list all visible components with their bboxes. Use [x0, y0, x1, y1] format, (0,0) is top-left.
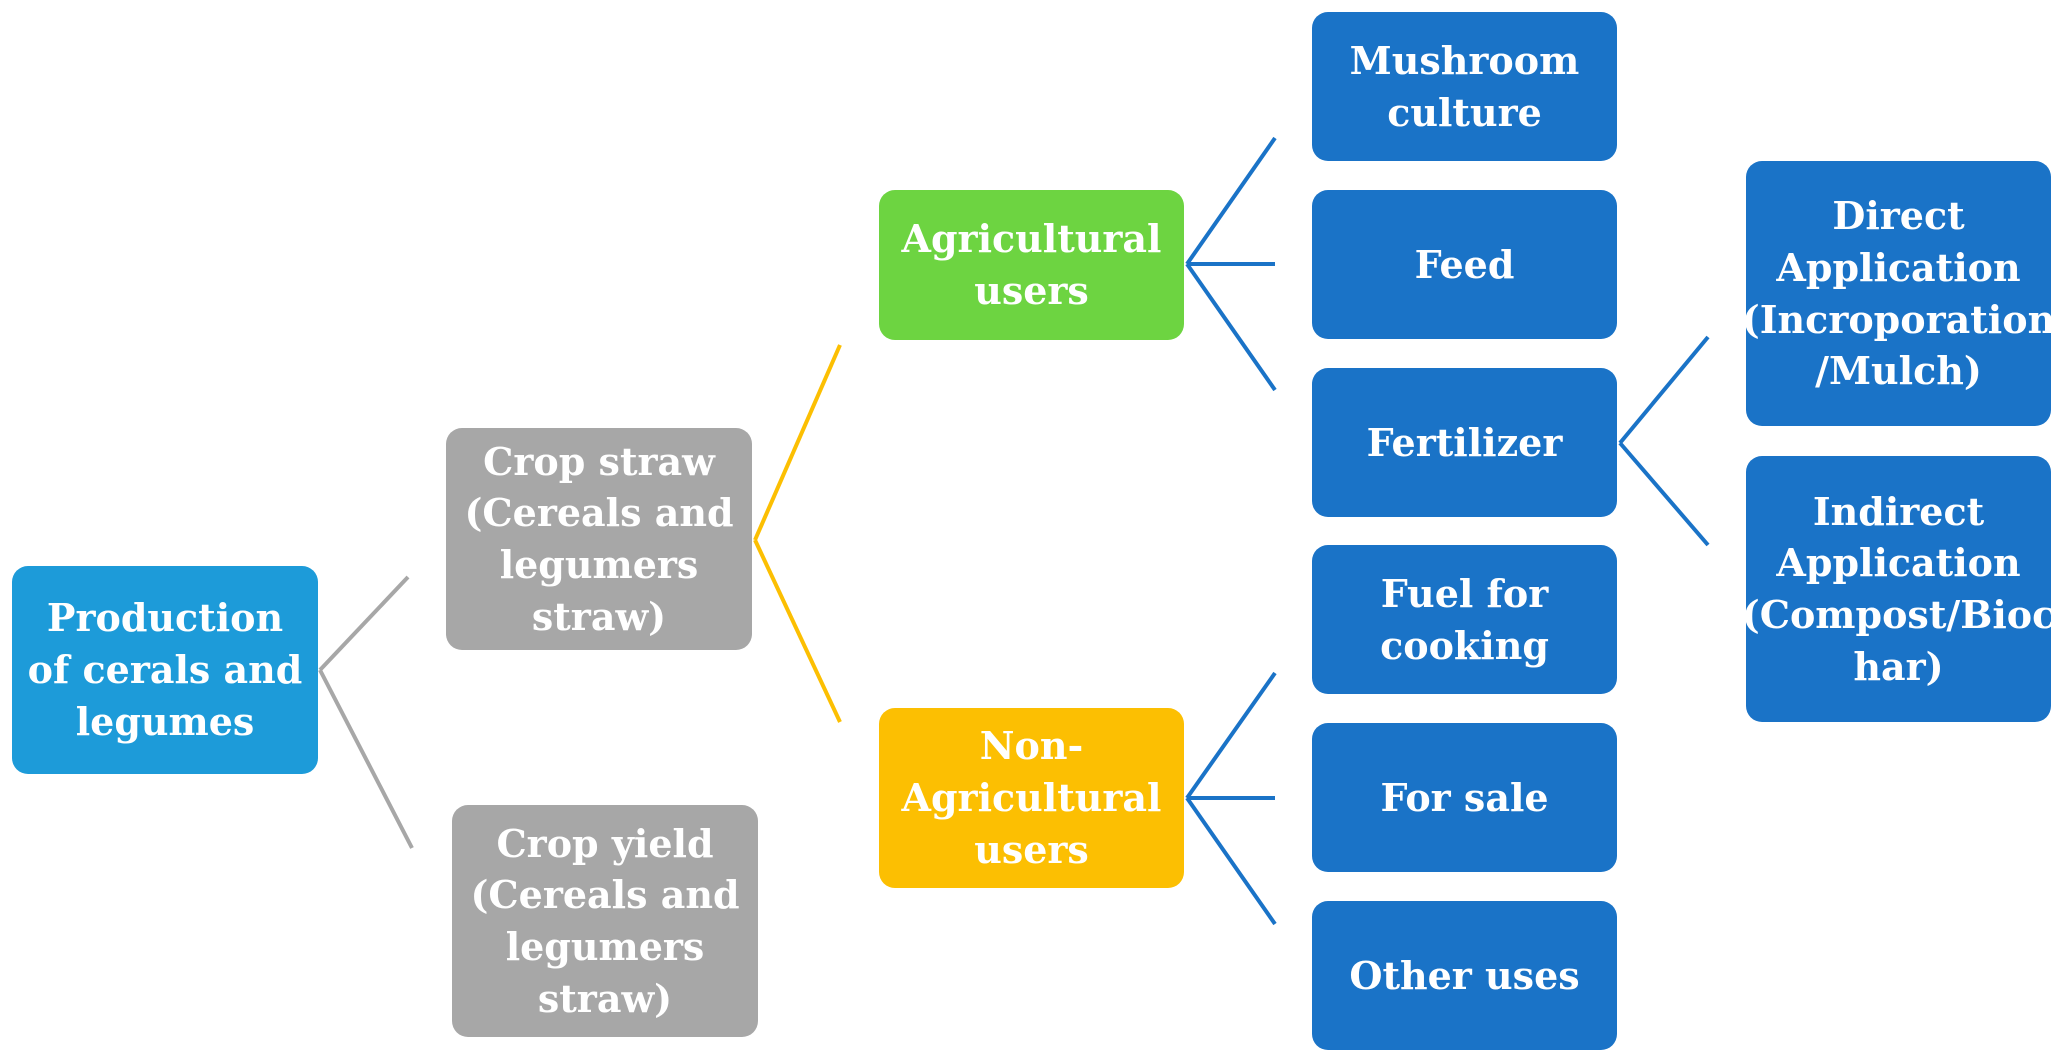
node-mushroom-culture-label: Mushroom culture	[1349, 37, 1580, 135]
connector-straw-to-nonagri	[753, 539, 842, 723]
node-fuel-for-cooking: Fuel for cooking	[1312, 545, 1617, 694]
connector-agri-to-mushroom	[1185, 136, 1277, 266]
node-for-sale-label: For sale	[1380, 774, 1549, 820]
node-indirect-application-label: Indirect Application (Compost/Bioc har)	[1746, 488, 2051, 689]
node-mushroom-culture: Mushroom culture	[1312, 12, 1617, 161]
node-crop-yield: Crop yield (Cereals and legumers straw)	[452, 805, 758, 1037]
node-non-agricultural-users: Non- Agricultural users	[879, 708, 1184, 888]
node-crop-straw: Crop straw (Cereals and legumers straw)	[446, 428, 752, 650]
node-other-uses: Other uses	[1312, 901, 1617, 1050]
node-feed: Feed	[1312, 190, 1617, 339]
connector-nonagri-to-fuel	[1185, 671, 1277, 800]
connector-root-to-straw	[318, 575, 410, 672]
node-other-uses-label: Other uses	[1349, 952, 1580, 998]
node-crop-straw-label: Crop straw (Cereals and legumers straw)	[464, 438, 734, 639]
connector-root-to-yield	[318, 669, 414, 849]
connector-nonagri-to-other	[1185, 796, 1277, 926]
connector-straw-to-agri	[753, 344, 842, 541]
node-production-label: Production of cerals and legumes	[27, 595, 303, 744]
node-agricultural-users: Agricultural users	[879, 190, 1184, 340]
node-agricultural-users-label: Agricultural users	[901, 216, 1162, 313]
node-for-sale: For sale	[1312, 723, 1617, 872]
node-direct-application: Direct Application (Incroporation /Mulch…	[1746, 161, 2051, 426]
connector-fertilizer-to-direct	[1618, 335, 1710, 445]
node-fertilizer: Fertilizer	[1312, 368, 1617, 517]
node-production: Production of cerals and legumes	[12, 566, 318, 774]
connector-fertilizer-to-indirect	[1618, 441, 1710, 547]
connector-agri-to-fertilizer	[1185, 262, 1277, 392]
node-feed-label: Feed	[1414, 241, 1515, 287]
node-non-agricultural-users-label: Non- Agricultural users	[901, 723, 1162, 872]
node-fertilizer-label: Fertilizer	[1366, 419, 1563, 465]
node-direct-application-label: Direct Application (Incroporation /Mulch…	[1746, 193, 2051, 394]
node-indirect-application: Indirect Application (Compost/Bioc har)	[1746, 456, 2051, 722]
node-crop-yield-label: Crop yield (Cereals and legumers straw)	[470, 820, 740, 1021]
node-fuel-for-cooking-label: Fuel for cooking	[1380, 570, 1549, 668]
